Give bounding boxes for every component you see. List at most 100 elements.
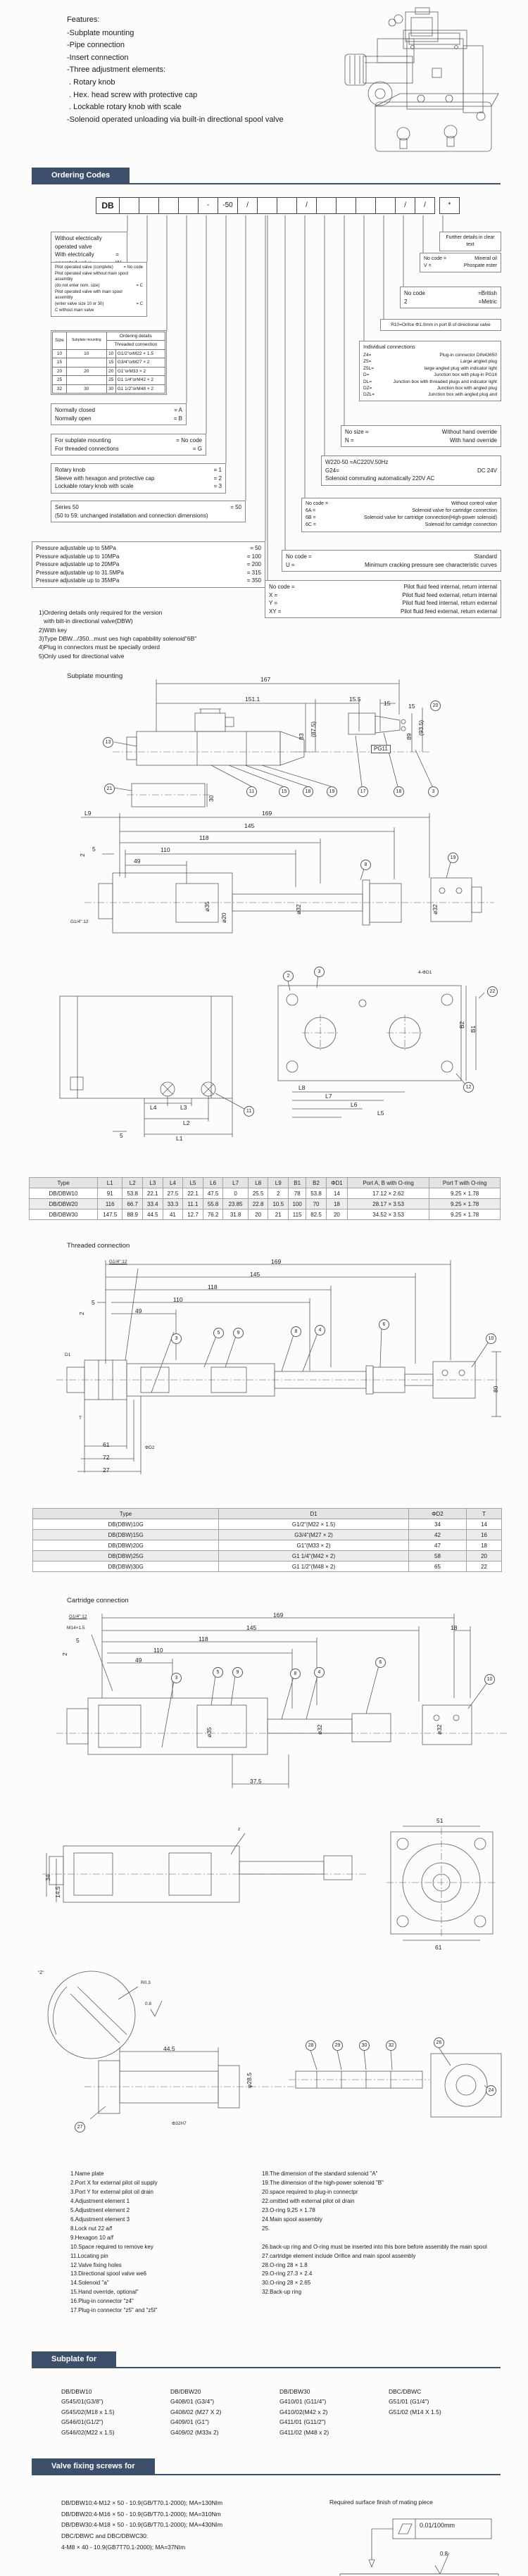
balloon-10: 10 [486,1333,496,1344]
part-number: G410/01 (G11/4") [279,2398,327,2406]
kv-row: Normally open= B [55,415,182,422]
balloon-3: 3 [428,786,439,797]
dim-label: 2 [61,1652,68,1656]
kv-row: Lockable rotary knob with scale= 3 [55,483,222,490]
kv-row: (enter valve size 10 or 30)= C [55,302,143,307]
balloon-32: 32 [386,2040,396,2051]
dim-label: 72 [103,1454,110,1461]
list-item: 22.omitted with external pilot oil drain [262,2197,355,2204]
dim-label: 110 [173,1296,183,1303]
dim-label: G1/4":12 [109,1259,127,1264]
column-header: L6 [202,1177,224,1188]
balloon-18: 18 [394,786,404,797]
balloon-30: 30 [359,2040,370,2051]
dim-label: 49 [134,857,141,865]
list-item: 24.Main spool assembly [262,2216,322,2223]
list-item: . Rotary knob [67,77,115,87]
dim-label: L6 [351,1101,358,1108]
box-further-details: Further details in clear text [439,232,501,252]
ordering-code-row: DB--50////* [96,197,460,214]
balloon-19: 19 [448,853,458,863]
list-item: 15.Hand override, optional" [70,2289,139,2296]
column-header: L9 [268,1177,289,1188]
kv-row: DZ=Junction box with angled plug [363,385,497,391]
dim-label: 37.5 [250,1778,262,1785]
kv-row: DZL=Junction box with angled plug and [363,392,497,398]
section-title: Subplate for [32,2351,117,2367]
balloon-6: 6 [375,1657,386,1668]
kv-row: Solenoid commuting automatically 220V AC [325,475,435,482]
valve-illustration [344,7,499,152]
list-item: 4.Adjustment element 1 [70,2197,130,2204]
column-header: D1 [218,1508,409,1519]
balloon-21: 21 [104,784,115,794]
box-size-table: Size Subplate mounting Ordering details … [51,330,167,395]
dim-label: 44.5 [163,2045,175,2052]
dim-label: 169 [273,1611,284,1619]
list-item: 10.Space required to remove key [70,2243,153,2250]
list-item: . Lockable rotary knob with scale [67,103,182,112]
code-cell-type: DB [96,197,120,214]
balloon-3: 3 [171,1673,182,1683]
kv-row: Pressure adjustable up to 20MPa= 200 [36,561,261,568]
part-number: G545/01(G3/8") [61,2398,103,2406]
kv-row: U =Minimum cracking pressure see charact… [286,561,497,568]
code-cell [158,197,179,214]
kv-row: No code =Without control valve [306,501,497,506]
list-item: 8.Lock nut 22 a/f [70,2225,113,2232]
kv-row: Pressure adjustable up to 10MPa= 100 [36,553,261,560]
list-item: with bilt-in directional valve(DBW) [39,617,133,625]
dim-label: 118 [199,1635,208,1642]
column-header: Type [29,1177,98,1188]
balloon-6: 6 [379,1319,389,1330]
kv-row: Z5=Large angled plug [363,359,497,365]
code-cell [178,197,199,214]
dim-label: 110 [161,846,170,853]
list-item: 1)Ordering details only required for the… [39,609,163,616]
dim-label: T [79,1416,82,1421]
drawing-title-subplate: Subplate mounting [67,672,123,680]
list-item: . Hex. head screw with protective cap [67,90,198,99]
dim-label: ø35 [203,901,210,912]
dim-label: 5 [92,846,96,853]
dim-label: 61 [103,1441,110,1448]
part-number: G546/02(M22 x 1.5) [61,2428,115,2436]
part-number: G51/01 (G1/4") [389,2398,429,2406]
ordering-ladder-lines [127,215,444,580]
balloon-24: 24 [486,2085,496,2096]
threaded-connection-drawing: Threaded connection [0,1240,528,1508]
subplate-drawing-svg [59,679,494,1137]
column-header: B2 [306,1177,327,1188]
dim-label: ø32 [436,1724,443,1735]
features-title: Features: [67,15,100,24]
balloon-18: 18 [303,786,313,797]
kv-row: Y =Pilot fluid feed internal, return ext… [269,600,497,607]
kv-row: 6B =Solenoid valve for cartridge connect… [306,515,497,521]
list-item: 25. [262,2225,270,2232]
kv-row: D=Junction box with plug-in PG16 [363,372,497,378]
balloon-4: 4 [314,1667,325,1678]
column-header: ΦD2 [408,1508,467,1519]
list-item: 11.Locating pin [70,2252,108,2259]
kv-row: 2=Metric [404,298,497,305]
dim-label: 51 [436,1817,444,1824]
kv-row: Z4=Plug-in connector DIN43650 [363,352,497,358]
box-pilot-operated: Pilot operated valve (complete)= No code… [51,262,147,317]
connections-title: Individual connections [363,344,415,350]
list-item: 32.Back-up ring [262,2289,302,2296]
column-header: L3 [142,1177,163,1188]
dim-label: (87.5) [310,721,317,737]
